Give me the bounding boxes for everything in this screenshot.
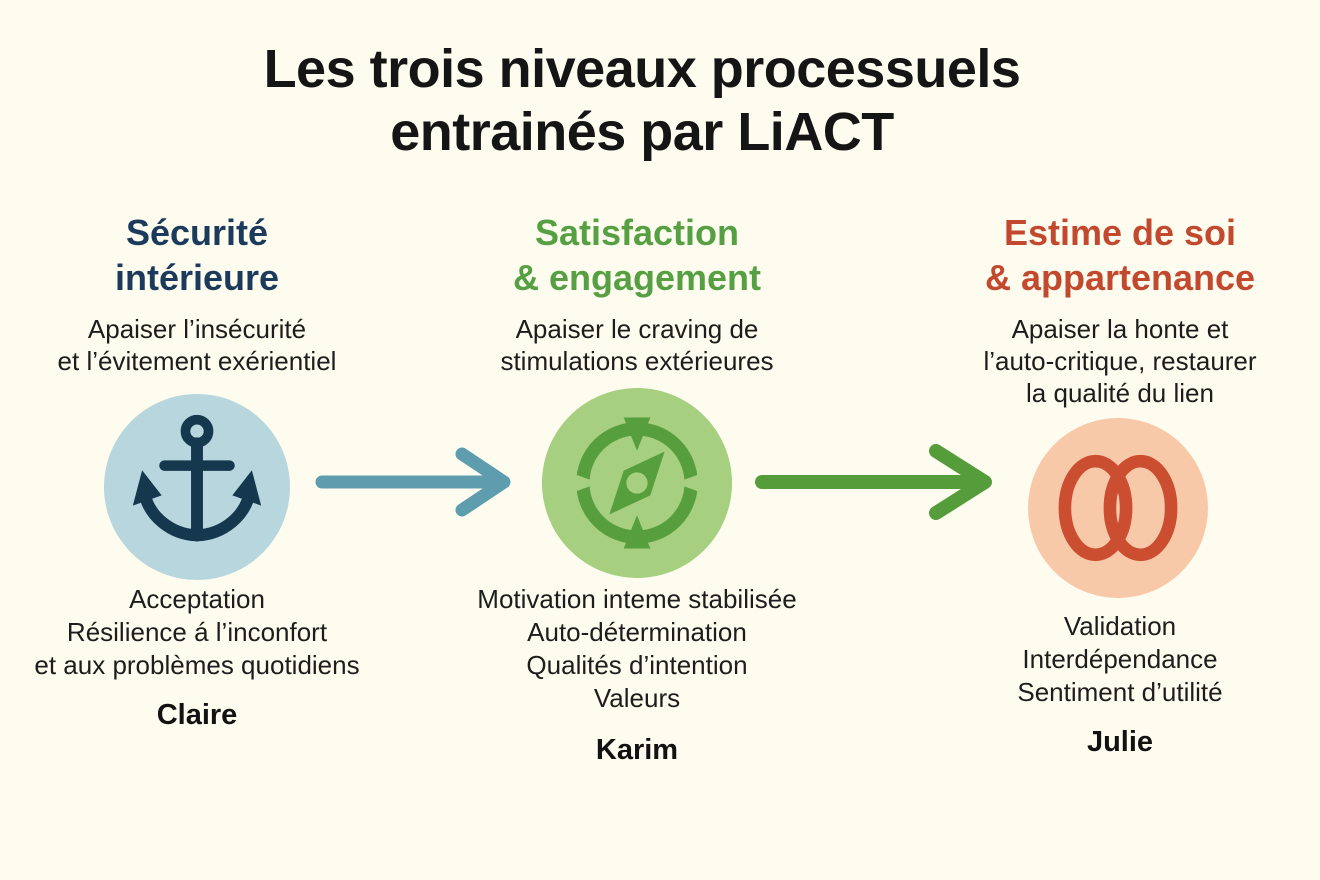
estime-circle (1028, 418, 1208, 598)
column-satisfaction-outcomes: Motivation inteme stabilisée Auto-déterm… (447, 583, 827, 715)
arrow-right-icon (755, 444, 992, 520)
header-line: & engagement (512, 257, 762, 298)
interlocking-rings-icon (1058, 454, 1178, 562)
subtitle-line: Apaiser le craving de (515, 314, 759, 344)
subtitle-line: Apaiser l’insécurité (87, 314, 307, 344)
outcome-line: Valeurs (593, 683, 681, 713)
outcome-line: Validation (1063, 611, 1177, 641)
subtitle-line: la qualité du lien (1026, 378, 1214, 408)
column-securite-subtitle: Apaiser l’insécurité et l’évitement exér… (7, 313, 387, 377)
column-satisfaction-header: Satisfaction & engagement (447, 210, 827, 300)
page-title-line2: entrainés par LiACT (390, 102, 894, 162)
outcome-line: Motivation inteme stabilisée (477, 584, 797, 614)
persona-name-claire: Claire (156, 699, 238, 731)
header-line: & appartenance (984, 257, 1256, 298)
outcome-line: Interdépendance (1022, 644, 1218, 674)
subtitle-line: et l’évitement exérientiel (57, 346, 337, 376)
securite-circle (104, 394, 290, 580)
outcome-line: et aux problèmes quotidiens (34, 650, 360, 680)
column-estime-subtitle: Apaiser la honte et l’auto-critique, res… (930, 313, 1310, 409)
outcome-line: Résilience á l’inconfort (66, 617, 328, 647)
page-title-line1: Les trois niveaux processuels (263, 39, 1021, 99)
column-satisfaction-subtitle: Apaiser le craving de stimulations extér… (447, 313, 827, 377)
outcome-line: Auto-détermination (527, 617, 747, 647)
arrow-right-icon (315, 447, 511, 517)
persona-name-karim: Karim (595, 734, 679, 766)
column-estime-header: Estime de soi & appartenance (930, 210, 1310, 300)
persona-name-julie: Julie (1086, 726, 1154, 758)
outcome-line: Sentiment d’utilité (1017, 677, 1223, 707)
subtitle-line: l’auto-critique, restaurer (983, 346, 1257, 376)
column-securite-outcomes: Acceptation Résilience á l’inconfort et … (7, 583, 387, 682)
header-line: intérieure (114, 257, 280, 298)
anchor-icon (132, 414, 262, 542)
outcome-line: Qualités d’intention (526, 650, 748, 680)
header-line: Estime de soi (1003, 212, 1237, 253)
column-securite-header: Sécurité intérieure (7, 210, 387, 300)
satisfaction-circle (542, 388, 732, 578)
compass-icon (564, 417, 710, 549)
outcome-line: Acceptation (129, 584, 265, 614)
page-title: Les trois niveaux processuels entrainés … (0, 38, 1284, 164)
subtitle-line: Apaiser la honte et (1011, 314, 1229, 344)
subtitle-line: stimulations extérieures (500, 346, 774, 376)
column-estime-outcomes: Validation Interdépendance Sentiment d’u… (930, 610, 1310, 709)
header-line: Satisfaction (534, 212, 740, 253)
header-line: Sécurité (125, 212, 269, 253)
